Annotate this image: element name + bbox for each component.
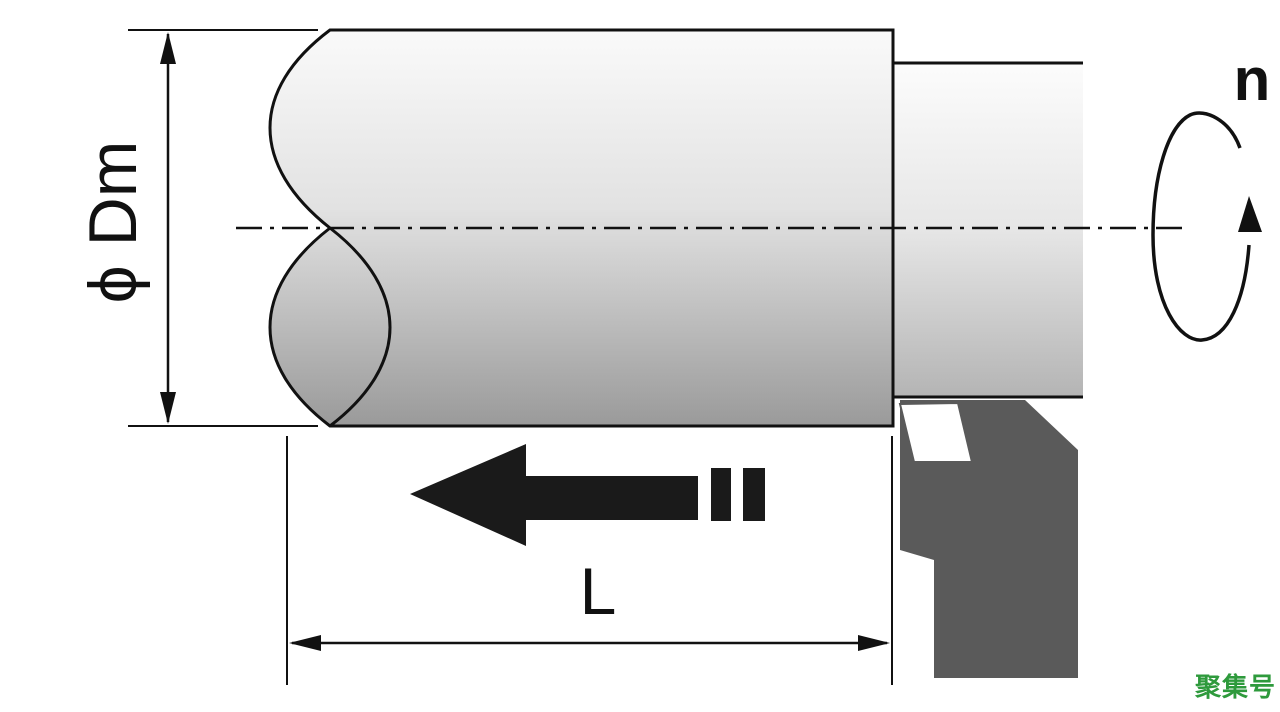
- feed-arrow-icon: [410, 444, 765, 546]
- watermark: 聚集号: [1194, 673, 1276, 703]
- diameter-label: ϕ Dm: [75, 141, 151, 304]
- break-line: [329, 226, 392, 428]
- length-label: L: [580, 554, 617, 628]
- rotation-arrow-icon: n: [1151, 46, 1271, 342]
- length-dimension: L: [286, 436, 893, 685]
- turning-tool-icon: [898, 400, 1078, 678]
- machined-shaft: [893, 61, 1083, 399]
- diameter-dimension: ϕ Dm: [75, 29, 318, 427]
- tool-insert: [898, 401, 974, 463]
- rotation-label: n: [1234, 46, 1271, 113]
